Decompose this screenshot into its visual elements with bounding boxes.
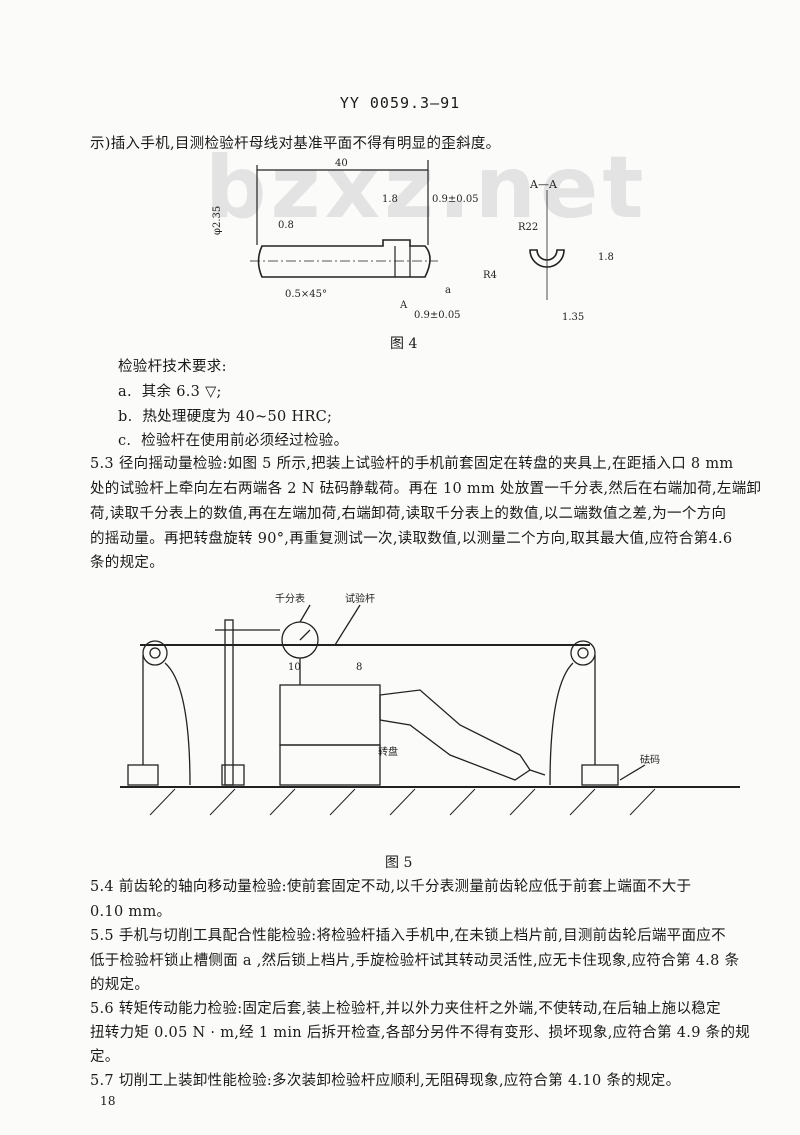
dim-rough: 0.8 <box>278 220 294 231</box>
section-5-7: 5.7 切削工上装卸性能检验:多次装卸检验杆应顺利,无阻碍现象,应符合第 4.1… <box>90 1073 681 1089</box>
page-number: 18 <box>100 1094 116 1108</box>
label-test-rod: 试验杆 <box>345 592 375 605</box>
standard-header: YY 0059.3—91 <box>339 94 461 112</box>
watermark: bzxz.net <box>205 138 648 238</box>
dim-length: 40 <box>335 158 348 169</box>
intro-line: 示)插入手机,目测检验杆母线对基准平面不得有明显的歪斜度。 <box>90 136 501 152</box>
requirements-title: 检验杆技术要求: <box>118 359 227 375</box>
dim-w: 1.35 <box>562 312 584 323</box>
section-5-4: 0.10 mm。 <box>90 904 172 920</box>
section-5-5: 5.5 手机与切削工具配合性能检验:将检验杆插入手机中,在未锁上档片前,目测前齿… <box>90 928 726 944</box>
dim-tol: 1.8 <box>382 194 398 205</box>
section-5-6: 定。 <box>90 1049 120 1065</box>
dim-dia: φ2.35 <box>212 206 223 235</box>
section-5-3: 处的试验杆上牵向左右两端各 2 N 砝码静载荷。再在 10 mm 处放置一千分表… <box>90 481 762 497</box>
dim-d1: 0.9±0.05 <box>432 194 479 205</box>
section-5-3: 条的规定。 <box>90 555 164 571</box>
dim-h: 1.8 <box>598 252 614 263</box>
section-5-3: 荷,读取千分表上的数值,再在左端加荷,右端卸荷,读取千分表上的数值,以二端数值之… <box>90 506 727 522</box>
section-5-4: 5.4 前齿轮的轴向移动量检验:使前套固定不动,以千分表测量前齿轮应低于前套上端… <box>90 879 692 895</box>
label-dial-gauge: 千分表 <box>275 592 305 605</box>
dim-8: 8 <box>356 662 362 673</box>
section-5-5: 低于检验杆锁止槽侧面 a ,然后锁上档片,手旋检验杆试其转动灵活性,应无卡住现象… <box>90 953 740 969</box>
dim-r4: R4 <box>483 270 497 281</box>
section-label: A—A <box>529 178 558 191</box>
req-marker: b. <box>118 409 133 425</box>
req-item: 热处理硬度为 40~50 HRC; <box>142 409 333 425</box>
dim-a: a <box>445 285 451 296</box>
dim-chamfer: 0.5×45° <box>285 289 327 300</box>
req-item: 检验杆在使用前必须经过检验。 <box>141 433 349 449</box>
label-turntable: 转盘 <box>378 745 398 758</box>
section-5-5: 的规定。 <box>90 977 150 993</box>
section-5-6: 5.6 转矩传动能力检验:固定后套,装上检验杆,并以外力夹住杆之外端,不使转动,… <box>90 1001 721 1017</box>
figure-5-caption: 图 5 <box>385 855 413 871</box>
req-marker: a. <box>118 384 132 400</box>
dim-A: A <box>399 300 408 311</box>
dim-r22: R22 <box>518 222 538 233</box>
dim-10: 10 <box>288 662 301 673</box>
dim-d2: 0.9±0.05 <box>414 310 461 321</box>
figure-5: 千分表 试验杆 转盘 砝码 10 8 <box>120 592 740 816</box>
label-weight: 砝码 <box>640 753 660 766</box>
section-5-3: 的摇动量。再把转盘旋转 90°,再重复测试一次,读取数值,以测量二个方向,取其最… <box>90 531 733 547</box>
section-5-6: 扭转力矩 0.05 N · m,经 1 min 后拆开检查,各部分另件不得有变形… <box>90 1025 751 1041</box>
figure-4-caption: 图 4 <box>390 336 418 352</box>
section-5-3: 5.3 径向摇动量检验:如图 5 所示,把装上试验杆的手机前套固定在转盘的夹具上… <box>90 456 734 472</box>
figure-4: 40 1.8 0.9±0.05 φ2.35 0.8 0.5×45° R4 a A… <box>212 158 614 323</box>
req-item: 其余 6.3 ▽; <box>141 384 222 400</box>
req-marker: c. <box>118 433 132 449</box>
